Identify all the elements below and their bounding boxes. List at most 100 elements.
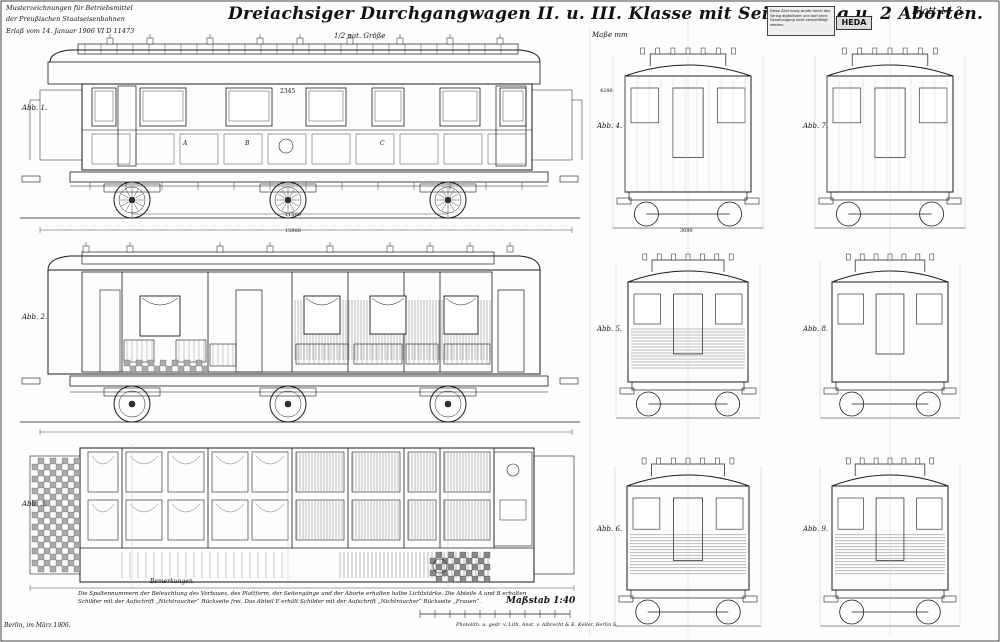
end-window	[837, 293, 864, 325]
roof-vent	[671, 457, 676, 465]
sheet-number: Blatt 14 3.	[912, 6, 966, 17]
floor-tile	[49, 493, 57, 501]
floor-tile	[43, 559, 51, 567]
lower-panel	[223, 133, 263, 165]
footer-date: Berlin, im März 1906.	[4, 622, 71, 629]
car-number: 2345	[280, 88, 296, 95]
toilet-door	[99, 289, 121, 373]
seat-fold	[255, 503, 285, 513]
slatted-bench	[295, 499, 345, 541]
roof-vent	[655, 47, 661, 55]
floor-tile	[171, 359, 179, 367]
roof-vent	[715, 457, 720, 465]
roof-vent	[396, 37, 404, 45]
class-label: A	[183, 140, 188, 147]
wheel-spoke	[277, 193, 285, 199]
wheel-spoke	[451, 193, 459, 199]
floor-tile	[73, 541, 81, 549]
end-window	[716, 87, 746, 124]
figure-label: Abb. 2.	[22, 313, 48, 321]
wheel-spoke	[437, 193, 445, 199]
figure-label: Abb. 4.	[597, 122, 623, 130]
body-section	[47, 269, 541, 375]
axle-hub	[284, 400, 292, 408]
floor-tile	[43, 475, 51, 483]
window-pane	[308, 90, 344, 122]
upholstered-seat	[251, 451, 289, 493]
lower-panel	[443, 133, 483, 165]
floor-tile	[55, 523, 63, 531]
floor-tile	[73, 517, 81, 525]
floor-tile	[477, 569, 485, 577]
wheel-spoke	[291, 193, 299, 199]
figure-label: Abb. 9.	[803, 525, 829, 533]
floor-tile	[61, 529, 69, 537]
clerestory	[77, 43, 519, 55]
window	[371, 87, 405, 127]
scale-label: Maßstab 1:40	[506, 596, 576, 606]
seat-fold	[171, 455, 201, 465]
floor-tile	[55, 547, 63, 555]
floor-tile	[31, 547, 39, 555]
window	[305, 87, 347, 127]
floor-tile	[43, 463, 51, 471]
header-line: der Preußischen Staatseisenbahnen	[6, 15, 125, 23]
roof-vent	[656, 457, 661, 465]
floor-tile	[61, 565, 69, 573]
roof-vent	[872, 47, 878, 55]
floor-tile	[73, 529, 81, 537]
floor-tile	[43, 487, 51, 495]
roof-vent	[715, 47, 721, 55]
floor-tile	[73, 493, 81, 501]
floor-tile	[135, 359, 143, 367]
floor-tile	[453, 569, 461, 577]
handrail	[29, 99, 40, 160]
wheel-spoke	[133, 203, 139, 211]
figure-label: Abb. 3.	[22, 500, 48, 508]
roof-vent	[206, 37, 214, 45]
roof-vent	[671, 253, 676, 261]
buffer	[619, 387, 635, 395]
end-window	[918, 87, 948, 124]
roof-vent	[670, 47, 676, 55]
roof-vent	[842, 47, 847, 55]
roof-vent	[714, 253, 720, 261]
floor-tile	[153, 365, 161, 373]
floor-tile	[37, 481, 45, 489]
window-section	[139, 295, 181, 337]
floor-tile	[67, 511, 75, 519]
floor-tile	[55, 487, 63, 495]
floor-tile	[43, 535, 51, 543]
floor-tile	[37, 553, 45, 561]
seat-fold	[215, 503, 245, 513]
floor-tile	[483, 563, 491, 571]
floor-tile	[465, 557, 473, 565]
floor-tile	[67, 547, 75, 555]
floor-tile	[37, 517, 45, 525]
floor-tile	[49, 481, 57, 489]
end-window	[633, 293, 661, 325]
floor-tile	[55, 475, 63, 483]
roof-vent	[729, 457, 735, 465]
wheel-spoke	[449, 189, 455, 197]
roof-vent	[929, 253, 935, 261]
floor-tile	[177, 365, 185, 373]
floor-tile	[61, 541, 69, 549]
curtain	[141, 297, 179, 306]
floor-tile	[465, 569, 473, 577]
seat-fold	[255, 455, 285, 465]
seat	[405, 343, 439, 365]
floor-tile	[31, 511, 39, 519]
roof-vent	[845, 253, 851, 261]
wheel-spoke	[277, 201, 285, 207]
floor-tile	[67, 535, 75, 543]
floor-tile	[37, 493, 45, 501]
floor-tile	[67, 475, 75, 483]
floor-tile	[459, 551, 467, 559]
floor-tile	[61, 493, 69, 501]
floor-tile	[67, 559, 75, 567]
remarks-text: Die Spaltennummern der Beleuchtung des V…	[78, 591, 527, 605]
header-line: Musterzeichnungen für Betriebsmittel	[6, 4, 133, 12]
measure-note: Maße mm	[592, 31, 628, 39]
wheel-spoke	[135, 193, 143, 199]
